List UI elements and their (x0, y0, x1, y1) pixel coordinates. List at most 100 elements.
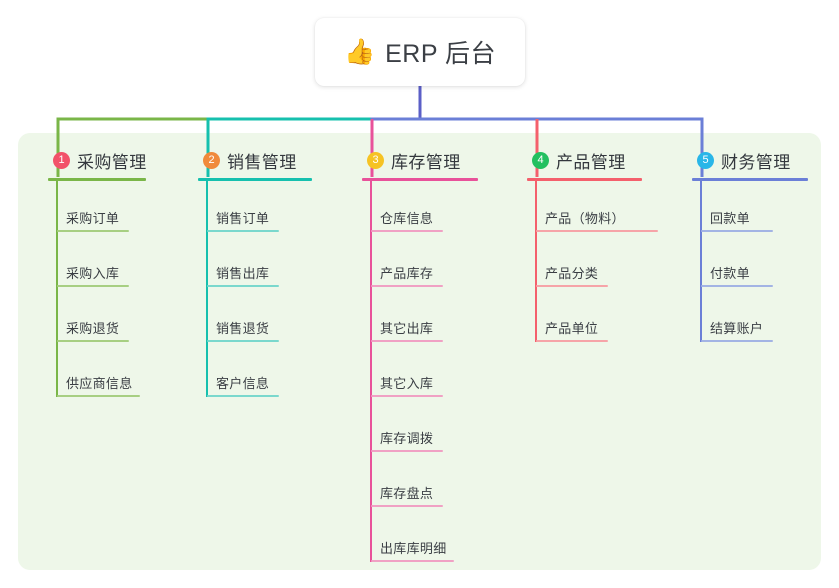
root-node[interactable]: 👍 ERP 后台 (315, 18, 525, 86)
branch-items: 销售订单销售出库销售退货客户信息 (198, 181, 372, 401)
branch-item[interactable]: 结算账户 (692, 291, 839, 346)
branch-item[interactable]: 采购订单 (48, 181, 206, 236)
branch-item-label: 销售退货 (216, 321, 270, 336)
branch-item-underline (536, 340, 608, 342)
branch-item-label: 其它出库 (380, 321, 434, 336)
branch-title: 采购管理 (77, 152, 147, 172)
branch-underline (198, 178, 312, 181)
branch-item[interactable]: 供应商信息 (48, 346, 206, 401)
branch-item[interactable]: 销售订单 (198, 181, 372, 236)
branch-items: 产品（物料） 产品分类产品单位 (527, 181, 702, 346)
branch-item-label: 库存盘点 (380, 486, 434, 501)
branch-title: 销售管理 (227, 152, 297, 172)
branches-panel (18, 133, 821, 570)
branch-header-2[interactable]: 2 销售管理 (198, 149, 372, 172)
branch-number-badge: 5 (697, 151, 714, 169)
branch-item-label: 采购退货 (66, 321, 120, 336)
branch-item-underline (207, 340, 279, 342)
branch-underline (362, 178, 478, 181)
branch-item[interactable]: 库存盘点 (362, 456, 538, 511)
branch-item[interactable]: 出库库明细 (362, 511, 538, 566)
branch-item-label: 供应商信息 (66, 376, 133, 391)
branch-item-underline (371, 505, 443, 507)
branch-item-label: 仓库信息 (380, 211, 434, 226)
branch-item[interactable]: 销售出库 (198, 236, 372, 291)
branch-item-label: 回款单 (710, 211, 750, 226)
branch-column-4: 4 产品管理产品（物料） 产品分类产品单位 (527, 149, 702, 346)
branch-title: 财务管理 (721, 152, 791, 172)
branch-spine (56, 181, 58, 397)
branch-item-label: 采购订单 (66, 211, 120, 226)
branch-item[interactable]: 仓库信息 (362, 181, 538, 236)
branch-item[interactable]: 库存调拨 (362, 401, 538, 456)
branch-underline (527, 178, 642, 181)
branch-spine (700, 181, 702, 342)
branch-item-underline (207, 285, 279, 287)
branch-item-label: 结算账户 (710, 321, 764, 336)
branch-item-label: 客户信息 (216, 376, 270, 391)
branch-item[interactable]: 客户信息 (198, 346, 372, 401)
branch-item-underline (701, 285, 773, 287)
branch-item-label: 出库库明细 (380, 541, 447, 556)
branch-item-underline (536, 230, 658, 232)
branch-item-underline (57, 340, 129, 342)
branch-item-underline (207, 395, 279, 397)
branch-number-badge: 4 (532, 151, 549, 169)
branch-spine (535, 181, 537, 342)
branch-item-underline (701, 340, 773, 342)
branch-underline (48, 178, 146, 181)
branch-item-underline (57, 285, 129, 287)
branch-column-2: 2 销售管理销售订单销售出库销售退货客户信息 (198, 149, 372, 401)
branch-item[interactable]: 付款单 (692, 236, 839, 291)
branch-column-5: 5 财务管理回款单付款单结算账户 (692, 149, 839, 346)
branch-item-underline (371, 450, 443, 452)
branch-item[interactable]: 产品分类 (527, 236, 702, 291)
branch-item-underline (207, 230, 279, 232)
branch-underline (692, 178, 808, 181)
branch-item[interactable]: 其它出库 (362, 291, 538, 346)
branch-item-underline (57, 230, 129, 232)
branch-item-label: 付款单 (710, 266, 750, 281)
branch-item[interactable]: 回款单 (692, 181, 839, 236)
branch-item-label: 产品（物料） (545, 211, 625, 226)
branch-number-badge: 3 (367, 151, 384, 169)
branch-spine (206, 181, 208, 397)
branch-header-5[interactable]: 5 财务管理 (692, 149, 839, 172)
branch-item[interactable]: 销售退货 (198, 291, 372, 346)
branch-title: 产品管理 (556, 152, 626, 172)
branch-item-label: 销售出库 (216, 266, 270, 281)
branch-item-underline (371, 395, 443, 397)
branch-items: 回款单付款单结算账户 (692, 181, 839, 346)
branch-item[interactable]: 产品单位 (527, 291, 702, 346)
branch-item-label: 产品分类 (545, 266, 599, 281)
branch-items: 采购订单采购入库采购退货供应商信息 (48, 181, 206, 401)
branch-item[interactable]: 采购退货 (48, 291, 206, 346)
branch-number-badge: 2 (203, 151, 220, 169)
branch-item-label: 销售订单 (216, 211, 270, 226)
branch-item-underline (536, 285, 608, 287)
branch-item-label: 产品库存 (380, 266, 434, 281)
branch-item-label: 库存调拨 (380, 431, 434, 446)
branch-item-underline (371, 285, 443, 287)
branch-header-4[interactable]: 4 产品管理 (527, 149, 702, 172)
branch-item[interactable]: 其它入库 (362, 346, 538, 401)
branch-item[interactable]: 产品（物料） (527, 181, 702, 236)
thumbs-up-icon: 👍 (343, 37, 376, 66)
branch-spine (370, 181, 372, 562)
root-title: ERP 后台 (385, 40, 497, 68)
branch-item-label: 其它入库 (380, 376, 434, 391)
branch-item[interactable]: 采购入库 (48, 236, 206, 291)
branch-item-underline (371, 340, 443, 342)
branch-items: 仓库信息产品库存其它出库其它入库库存调拨库存盘点出库库明细 (362, 181, 538, 566)
branch-item[interactable]: 产品库存 (362, 236, 538, 291)
branch-item-underline (371, 230, 443, 232)
branch-item-underline (701, 230, 773, 232)
branch-item-underline (57, 395, 140, 397)
branch-item-label: 采购入库 (66, 266, 120, 281)
branch-item-label: 产品单位 (545, 321, 599, 336)
